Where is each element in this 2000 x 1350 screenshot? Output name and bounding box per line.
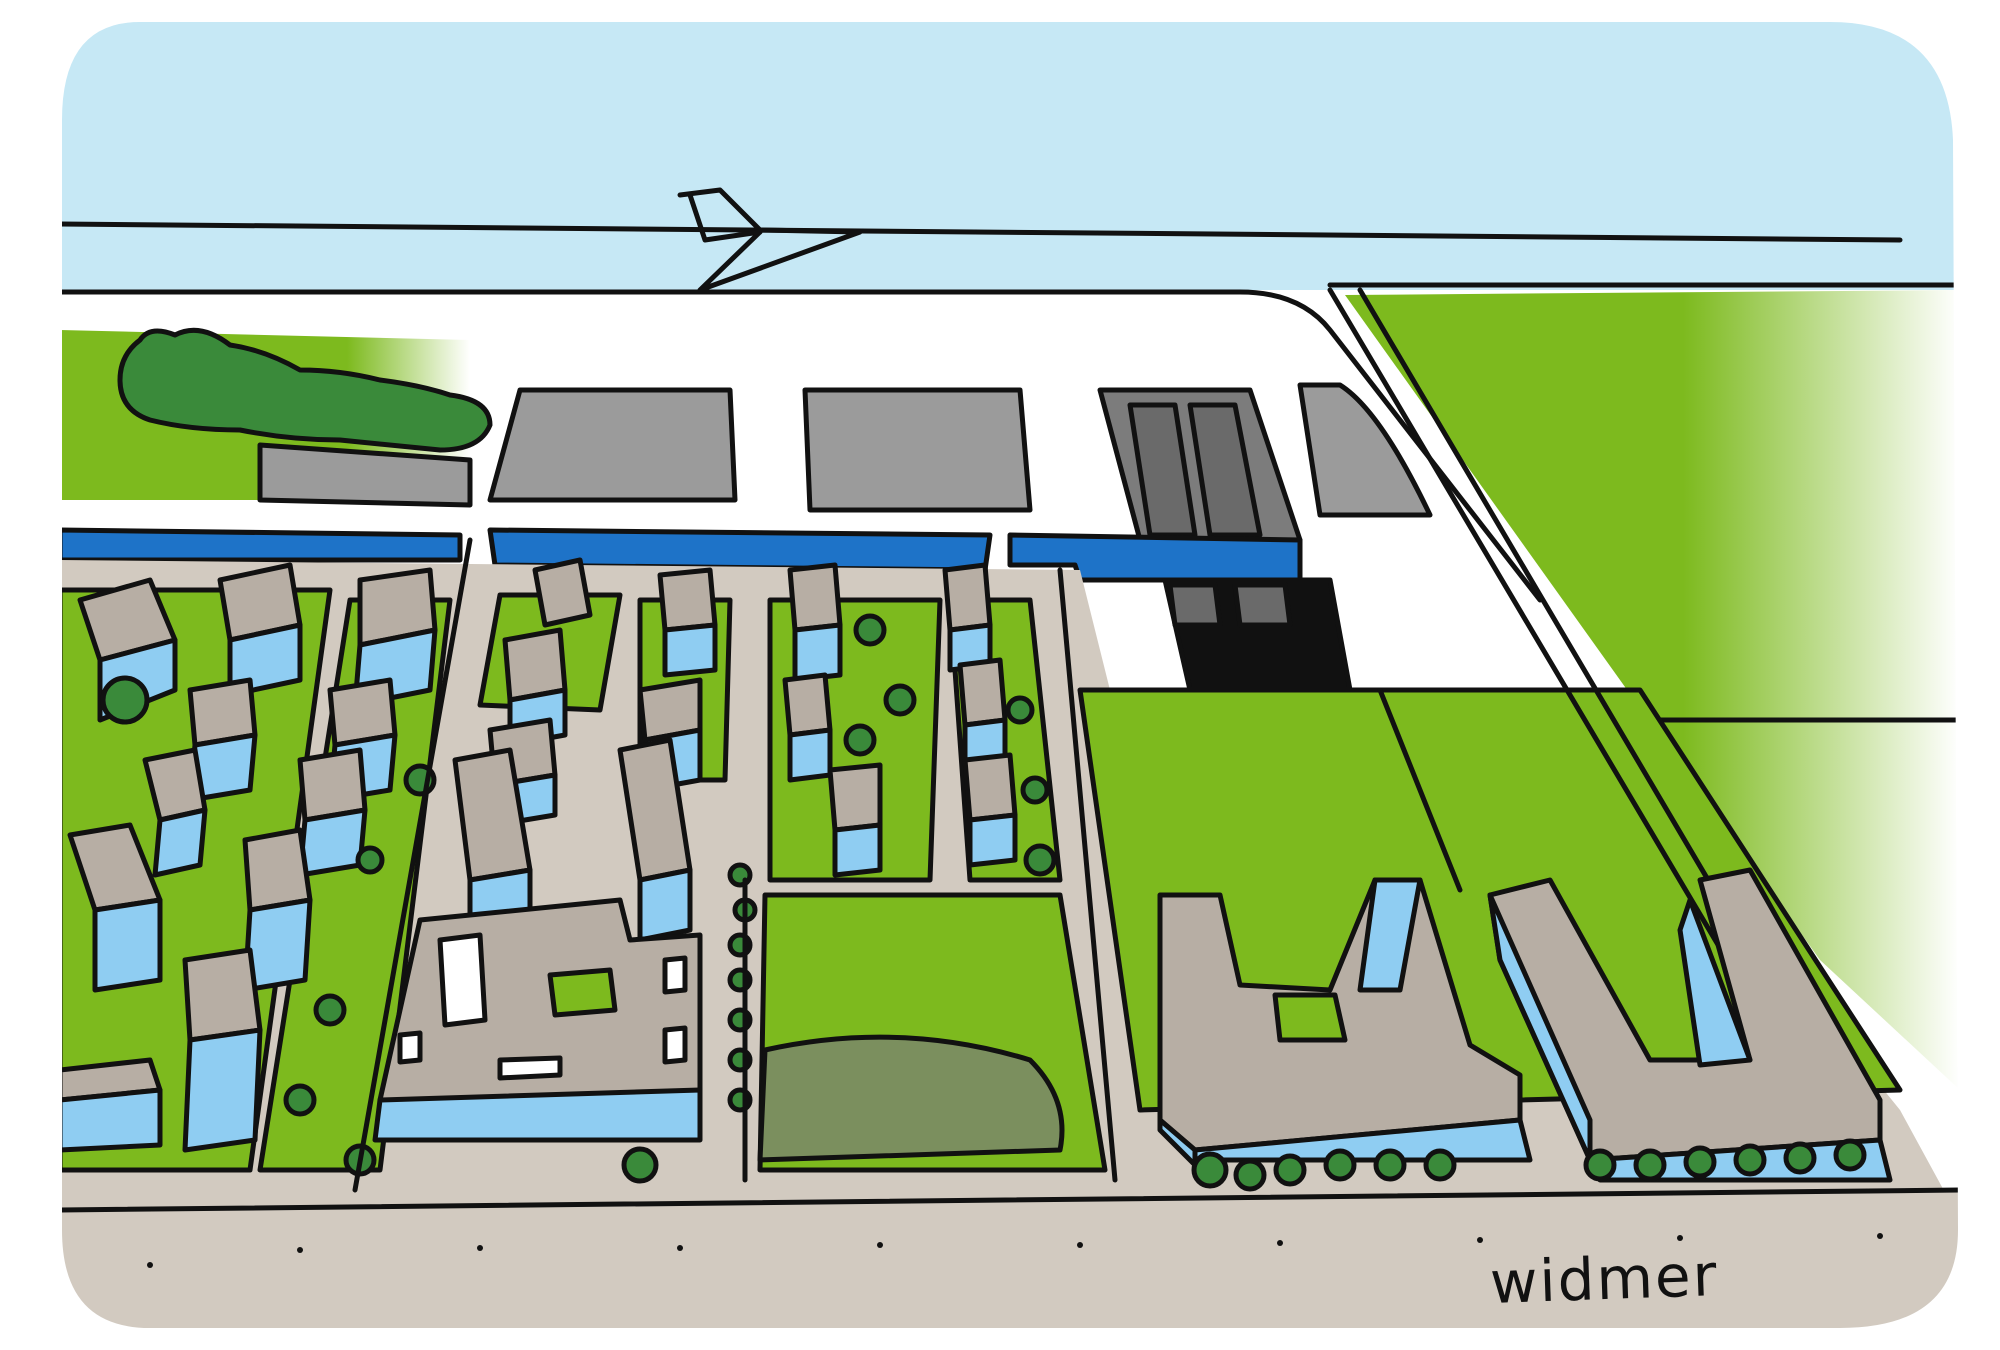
airplane-icon (677, 187, 863, 293)
illustration-frame (58, 18, 1963, 1332)
street-dots (147, 1233, 1883, 1268)
u-block-1 (1157, 877, 1533, 1168)
buildings-left (60, 562, 438, 1153)
street-trees (100, 613, 1867, 1192)
artist-signature: widmer (1488, 1241, 1720, 1317)
distant-water (60, 225, 1960, 290)
main-road (60, 1190, 1960, 1330)
plaza-2 (802, 387, 1033, 513)
plaza-4 (1297, 382, 1433, 518)
green-field-right (1345, 290, 1960, 1090)
buildings-middle (452, 557, 1018, 963)
sky (60, 20, 1960, 230)
plaza-1 (487, 387, 738, 503)
central-block (372, 897, 703, 1143)
canal (60, 527, 463, 563)
tree-row (117, 327, 493, 453)
pond (757, 1034, 1065, 1163)
